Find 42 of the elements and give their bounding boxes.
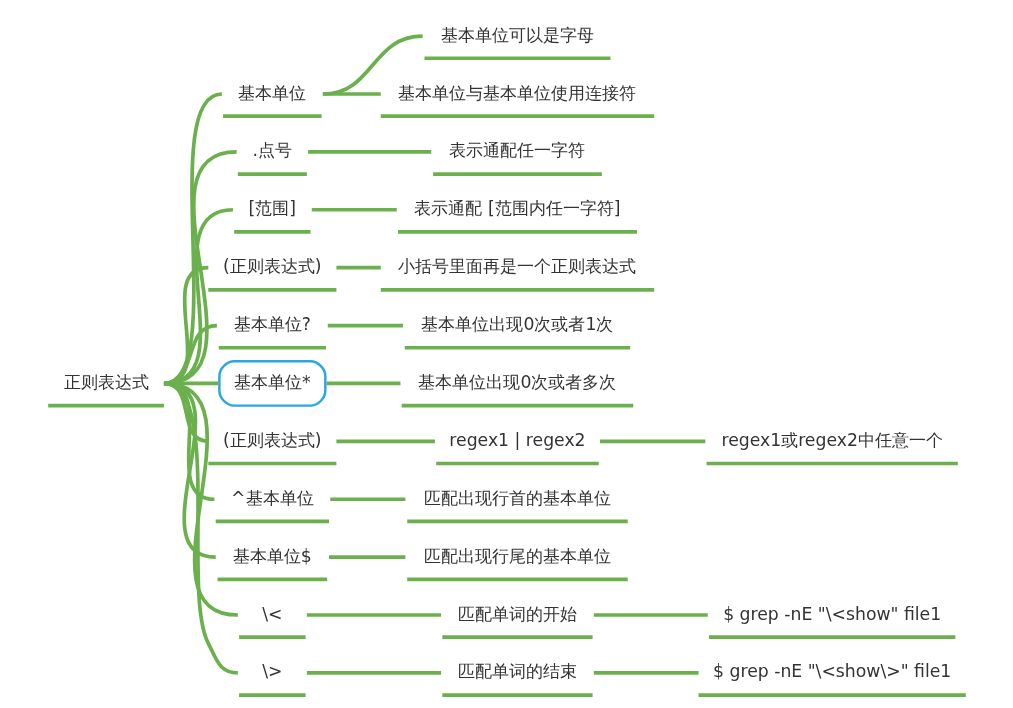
node-text: regex1 | regex2 — [448, 429, 586, 450]
node-text: 基本单位出现0次或者多次 — [417, 371, 616, 392]
node-text: 基本单位$ — [232, 545, 312, 566]
node-text: [范围] — [248, 197, 296, 218]
connector — [599, 439, 705, 443]
node-text: $ grep -nE "\<show" file1 — [722, 603, 941, 624]
connector — [311, 207, 397, 212]
connector — [306, 670, 441, 675]
node-text: 小括号里面再是一个正则表达式 — [397, 255, 636, 276]
connector — [335, 439, 435, 443]
node-text: 匹配单词的开始 — [457, 603, 577, 624]
node-text: regex1或regex2中任意一个 — [720, 429, 943, 450]
node-text: 基本单位出现0次或者1次 — [421, 313, 613, 334]
node-text: $ grep -nE "\<show\>" file1 — [712, 660, 951, 681]
node-text: 匹配出现行尾的基本单位 — [423, 545, 611, 566]
connector — [306, 612, 441, 617]
node-text: 匹配出现行首的基本单位 — [423, 487, 611, 508]
node-text: 表示通配 [范围内任一字符] — [414, 197, 620, 218]
connector — [322, 91, 381, 96]
node-text: (正则表达式) — [222, 429, 322, 450]
connector — [322, 33, 423, 96]
node-text: 正则表达式 — [63, 371, 149, 392]
node-text: 基本单位可以是字母 — [440, 24, 594, 45]
node-text: 匹配单词的结束 — [457, 660, 577, 681]
node-text: 基本单位? — [233, 313, 311, 334]
connector — [335, 265, 381, 269]
node-text: 基本单位与基本单位使用连接符 — [397, 82, 636, 103]
connector — [326, 381, 400, 385]
node-text: \> — [261, 660, 282, 681]
connector — [593, 612, 708, 617]
connector — [593, 670, 699, 675]
node-text: \< — [261, 603, 282, 624]
node-text: ^基本单位 — [230, 487, 314, 508]
connector — [327, 323, 403, 327]
connector — [307, 149, 431, 154]
node-box: 基本单位* — [217, 359, 327, 407]
node-text: 基本单位 — [237, 82, 306, 103]
connector — [328, 554, 405, 559]
connector — [329, 496, 405, 501]
node-text: 表示通配任一字符 — [448, 139, 585, 160]
node-text: .点号 — [252, 139, 292, 160]
node-text: (正则表达式) — [222, 255, 322, 276]
